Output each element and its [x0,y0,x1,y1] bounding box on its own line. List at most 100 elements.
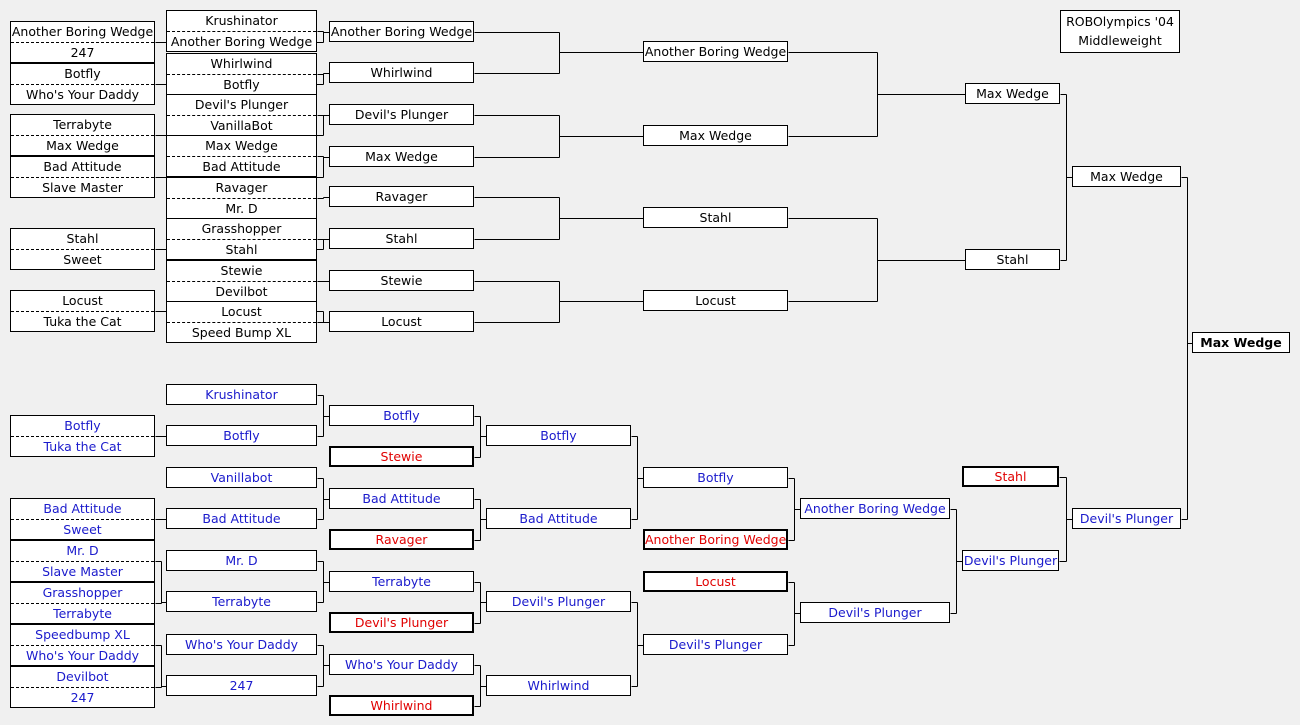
match-l3-8: Whirlwind [329,695,474,716]
tournament-title: ROBOlympics '04 Middleweight [1060,10,1180,53]
match-l8-1: Devil's Plunger [1072,508,1181,529]
match-w3-7: Stewie [329,270,474,291]
competitor-name: Mr. D [225,201,258,216]
competitor-name: Who's Your Daddy [25,87,140,102]
title-event: ROBOlympics '04 [1066,14,1174,29]
competitor-name: Terrabyte [11,115,154,136]
match-w3-5: Ravager [329,186,474,207]
match-l2-1: Krushinator [166,384,317,405]
match-l3-3: Bad Attitude [329,488,474,509]
competitor-name: Locust [11,291,154,312]
match-l5-2: Another Boring Wedge [643,529,788,550]
match-l4-4: Whirlwind [486,675,631,696]
match-w5-2: Stahl [965,249,1060,270]
match-w6-1: Max Wedge [1072,166,1181,187]
match-l2-6: Terrabyte [166,591,317,612]
competitor-name: Devil's Plunger [167,95,316,116]
match-l7-1: Stahl [962,466,1059,487]
match-l5-4: Devil's Plunger [643,634,788,655]
competitor-name: Botfly [223,77,260,92]
competitor-name: Another Boring Wedge [11,22,154,43]
match-l5-3: Locust [643,571,788,592]
match-w5-1: Max Wedge [965,83,1060,104]
match-l2-8: 247 [166,675,317,696]
match-l3-6: Devil's Plunger [329,612,474,633]
competitor-name: Speed Bump XL [191,325,292,340]
match-l4-2: Bad Attitude [486,508,631,529]
competitor-name: Ravager [167,178,316,199]
competitor-name: Whirlwind [167,54,316,75]
match-l3-4: Ravager [329,529,474,550]
competitor-name: Stewie [167,261,316,282]
match-l3-5: Terrabyte [329,571,474,592]
match-w4-3: Stahl [643,207,788,228]
match-l2-2: Botfly [166,425,317,446]
match-l4-1: Botfly [486,425,631,446]
competitor-name: Tuka the Cat [43,439,122,454]
match-final: Max Wedge [1192,332,1290,353]
competitor-name: Grasshopper [11,583,154,604]
match-l2-5: Mr. D [166,550,317,571]
competitor-name: Krushinator [167,11,316,32]
competitor-name: Bad Attitude [11,499,154,520]
competitor-name: Slave Master [42,564,123,579]
title-weight-class: Middleweight [1078,33,1162,48]
match-w4-4: Locust [643,290,788,311]
match-w3-3: Devil's Plunger [329,104,474,125]
match-w3-6: Stahl [329,228,474,249]
competitor-name: VanillaBot [210,118,273,133]
match-l5-1: Botfly [643,467,788,488]
competitor-name: Bad Attitude [202,159,281,174]
competitor-name: 247 [70,690,95,705]
competitor-name: Grasshopper [167,219,316,240]
match-w3-2: Whirlwind [329,62,474,83]
competitor-name: 247 [70,45,95,60]
competitor-name: Max Wedge [167,136,316,157]
competitor-name: Sweet [63,522,102,537]
match-l6-1: Another Boring Wedge [800,498,950,519]
competitor-name: Botfly [11,416,154,437]
match-l2-7: Who's Your Daddy [166,634,317,655]
match-l7-2: Devil's Plunger [962,550,1059,571]
competitor-name: Devilbot [215,284,268,299]
match-l6-2: Devil's Plunger [800,602,950,623]
match-l3-2: Stewie [329,446,474,467]
competitor-name: Sweet [63,252,102,267]
match-w1-1: Another Boring Wedge 247 [10,21,155,63]
match-w3-8: Locust [329,311,474,332]
competitor-name: Locust [167,302,316,323]
competitor-name: Terrabyte [53,606,112,621]
competitor-name: Speedbump XL [11,625,154,646]
competitor-name: Bad Attitude [11,157,154,178]
match-l3-7: Who's Your Daddy [329,654,474,675]
match-w3-1: Another Boring Wedge [329,21,474,42]
match-w3-4: Max Wedge [329,146,474,167]
competitor-name: Mr. D [11,541,154,562]
match-l2-3: Vanillabot [166,467,317,488]
match-l2-4: Bad Attitude [166,508,317,529]
match-l4-3: Devil's Plunger [486,591,631,612]
competitor-name: Max Wedge [46,138,119,153]
competitor-name: Stahl [225,242,258,257]
competitor-name: Stahl [11,229,154,250]
competitor-name: Another Boring Wedge [170,34,313,49]
competitor-name: Botfly [11,64,154,85]
match-w4-2: Max Wedge [643,125,788,146]
